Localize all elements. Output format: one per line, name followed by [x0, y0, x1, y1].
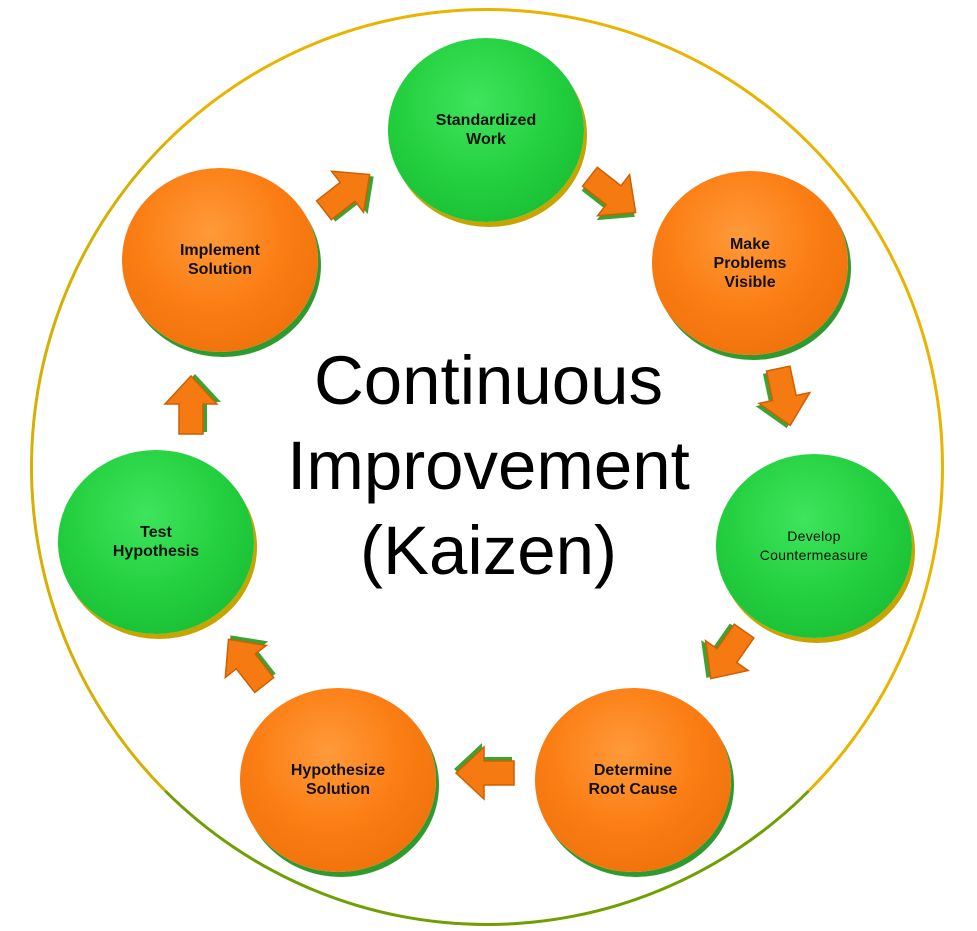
step-determine-root-cause: Determine Root Cause — [535, 688, 731, 872]
arrow-standardized-to-make-visible — [573, 155, 653, 238]
step-implement-solution: Implement Solution — [122, 168, 318, 352]
step-standardized-work: Standardized Work — [388, 38, 584, 222]
diagram-title: Continuous Improvement (Kaizen) — [287, 342, 690, 589]
step-hypothesize-solution: Hypothesize Solution — [240, 688, 436, 872]
step-label: Develop Countermeasure — [759, 528, 869, 563]
step-label: Determine Root Cause — [588, 762, 678, 798]
step-develop-countermeasure: Develop Countermeasure — [716, 454, 912, 638]
step-test-hypothesis: Test Hypothesis — [58, 450, 254, 634]
arrow-implement-to-standardized — [307, 153, 390, 233]
step-label: Standardized Work — [435, 112, 537, 148]
step-make-problems-visible: Make Problems Visible — [652, 171, 848, 355]
step-label: Implement Solution — [179, 242, 260, 278]
step-label: Make Problems Visible — [713, 235, 787, 291]
step-label: Test Hypothesis — [112, 524, 200, 560]
arrow-root-cause-to-hypothesize — [454, 743, 515, 800]
arrow-develop-to-root-cause — [685, 615, 767, 695]
arrow-hypothesize-to-test — [207, 619, 287, 702]
step-label: Hypothesize Solution — [290, 762, 386, 798]
